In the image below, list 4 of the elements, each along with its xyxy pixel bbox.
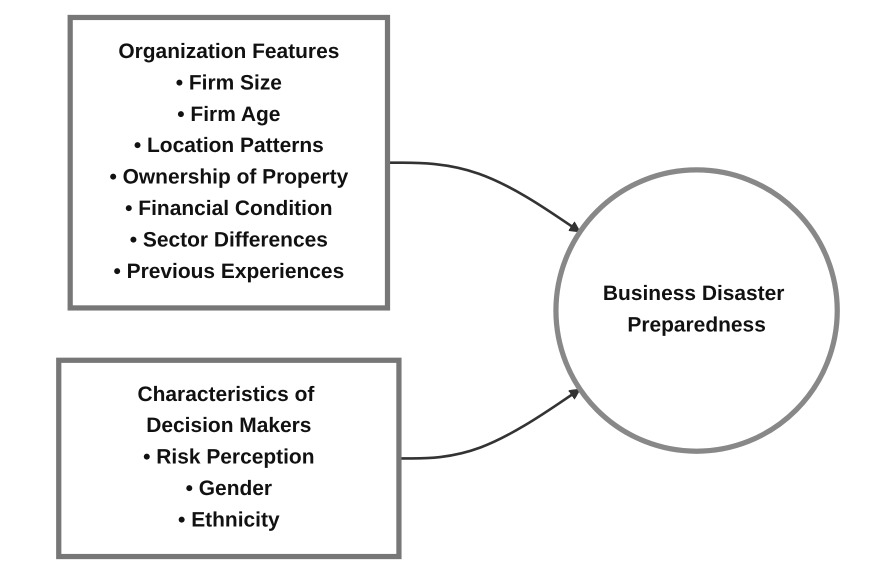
arrow: [388, 161, 581, 232]
node-circle: Business Disaster Preparedness: [553, 167, 840, 454]
node-box: Characteristics of Decision Makers • Risk Perception • Gender • Ethnicity: [56, 358, 402, 560]
node-box: Organization Features • Firm Size • Firm Age • Location Patterns • Ownership of Property • Financial Condition • Sector Differences • Previous Experiences: [68, 14, 390, 311]
